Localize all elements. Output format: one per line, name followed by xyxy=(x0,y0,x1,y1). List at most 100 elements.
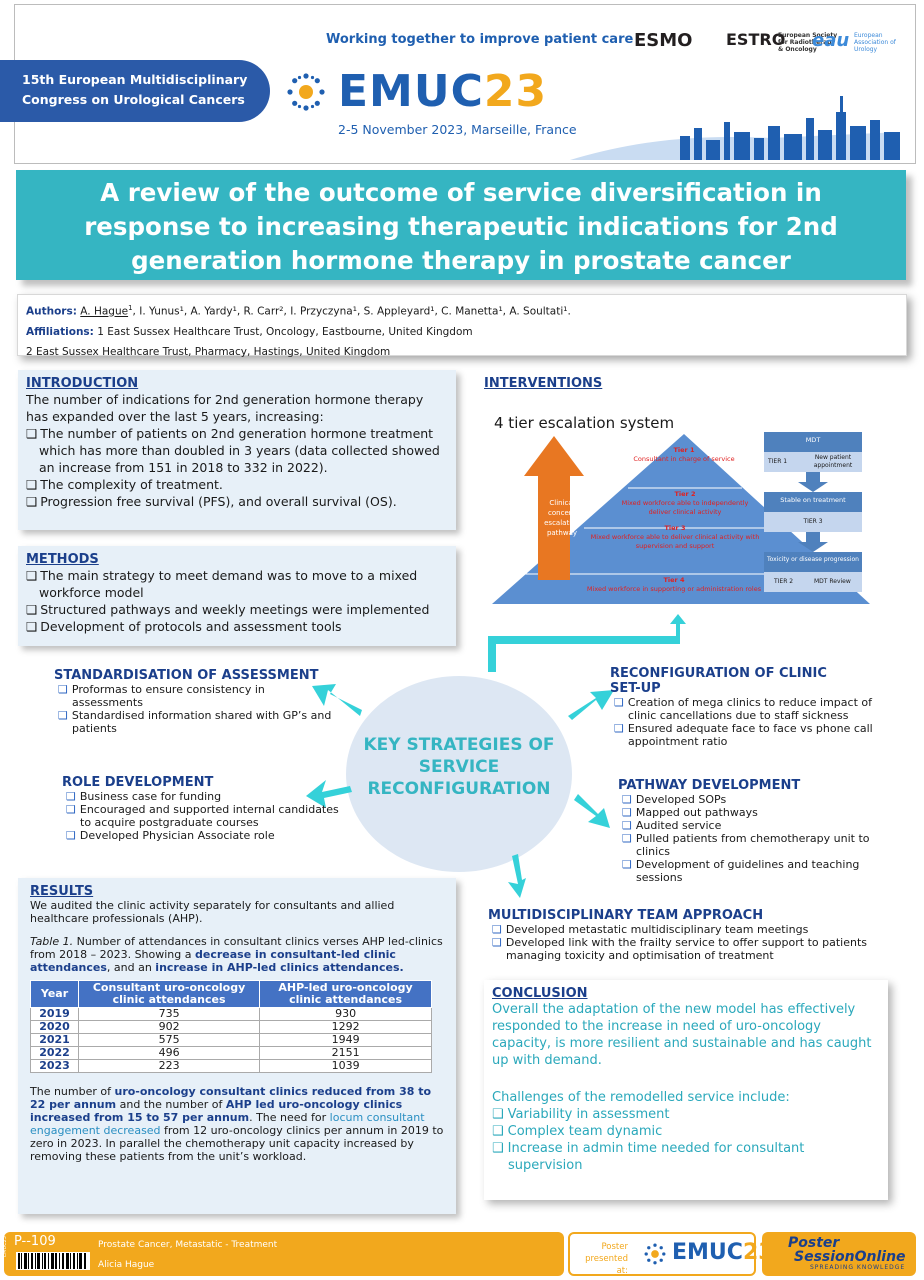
table-header: Consultant uro-oncology clinic attendanc… xyxy=(77,980,261,1008)
authors-label: Authors: xyxy=(26,305,77,318)
table-cell: 223 xyxy=(77,1059,261,1073)
results-intro: We audited the clinic activity separatel… xyxy=(30,899,395,925)
table-header: Year xyxy=(30,980,79,1008)
list-item: Developed link with the frailty service … xyxy=(488,936,898,962)
flow-new-patient: New patient appointment xyxy=(813,454,853,469)
standardisation-heading: STANDARDISATION OF ASSESSMENT xyxy=(54,668,319,683)
list-item: Progression free survival (PFS), and ove… xyxy=(26,493,448,510)
caption-text: Number of attendances in consultant clin… xyxy=(30,935,443,961)
caption-emph: decrease in consultant-led clinic attend… xyxy=(30,948,396,974)
tier-name: Tier 1 xyxy=(673,446,695,454)
logo-main: EMUC xyxy=(338,66,484,117)
pathway-heading: PATHWAY DEVELOPMENT xyxy=(618,778,801,793)
role-heading: ROLE DEVELOPMENT xyxy=(62,775,214,790)
introduction-lead: The number of indications for 2nd genera… xyxy=(26,392,424,424)
affiliations-label: Affiliations: xyxy=(26,325,94,338)
table-cell: 2022 xyxy=(30,1046,79,1060)
role-block: ROLE DEVELOPMENT Business case for fundi… xyxy=(62,775,342,842)
table-cell: 2019 xyxy=(30,1007,79,1021)
list-item: Increase in admin time needed for consul… xyxy=(492,1140,880,1174)
introduction-heading: INTRODUCTION xyxy=(26,376,139,391)
eau-text: eau xyxy=(812,30,850,51)
presented-logo-main: EMUC xyxy=(672,1240,743,1265)
estro-text: ESTRO xyxy=(726,30,786,49)
mdt-list: Developed metastatic multidisciplinary t… xyxy=(488,923,898,962)
list-item: Developed SOPs xyxy=(618,793,894,806)
footer-author: Alicia Hague xyxy=(98,1260,155,1270)
first-author: A. Hague xyxy=(80,305,129,318)
congress-line2: Congress on Urological Cancers xyxy=(22,92,245,107)
results-heading: RESULTS xyxy=(30,884,94,899)
pso-line1: Poster xyxy=(788,1235,840,1251)
flow-mdt: MDT xyxy=(805,436,821,444)
tier-name: Tier 2 xyxy=(674,490,696,498)
list-item: Creation of mega clinics to reduce impac… xyxy=(610,696,890,722)
table-cell: 930 xyxy=(259,1007,432,1021)
summary-text: The number of xyxy=(30,1085,115,1098)
poster-id: P--109 xyxy=(14,1234,56,1249)
methods-panel: METHODS The main strategy to meet demand… xyxy=(18,546,456,646)
standardisation-block: STANDARDISATION OF ASSESSMENT Proformas … xyxy=(54,668,344,735)
key-strategies-circle xyxy=(346,676,572,872)
table-cell: 1039 xyxy=(259,1059,432,1073)
arrow-pathway-icon xyxy=(574,794,610,828)
table-cell: 575 xyxy=(77,1033,261,1047)
barcode-icon xyxy=(16,1252,90,1270)
summary-text: . The need for xyxy=(249,1111,330,1124)
list-item: Development of protocols and assessment … xyxy=(26,618,448,635)
list-item: Mapped out pathways xyxy=(618,806,894,819)
tier-desc: Mixed workforce able to deliver clinical… xyxy=(590,533,760,550)
footer-side-label: EMUC23 xyxy=(2,1236,8,1257)
flow-tier3: TIER 3 xyxy=(803,518,823,525)
emuc-logo: EMUC23 xyxy=(338,66,547,117)
footer-topic: Prostate Cancer, Metastatic - Treatment xyxy=(98,1240,278,1250)
list-item: Development of guidelines and teaching s… xyxy=(618,858,894,884)
pathway-block: PATHWAY DEVELOPMENT Developed SOPs Mappe… xyxy=(618,778,894,884)
eau-logo: eau European Association of Urology xyxy=(812,30,896,53)
authors-line: Authors: A. Hague1, I. Yunus¹, A. Yardy¹… xyxy=(26,298,898,322)
tier-desc: Consultant in charge of service xyxy=(633,455,735,463)
presented-label: Poster presented at: xyxy=(585,1242,628,1276)
title-line2: response to increasing therapeutic indic… xyxy=(84,212,838,241)
congress-dates: 2-5 November 2023, Marseille, France xyxy=(338,122,577,137)
standardisation-list: Proformas to ensure consistency in asses… xyxy=(54,683,344,735)
arrow-mdt-icon xyxy=(508,854,526,898)
poster-session-online-logo[interactable] xyxy=(762,1232,916,1276)
affiliation-1: 1 East Sussex Healthcare Trust, Oncology… xyxy=(97,325,473,338)
tagline: Working together to improve patient care xyxy=(326,32,634,47)
esmo-logo: ESMO xyxy=(634,30,693,51)
list-item: Pulled patients from chemotherapy unit t… xyxy=(618,832,894,858)
title-line1: A review of the outcome of service diver… xyxy=(100,178,822,207)
list-item: Complex team dynamic xyxy=(492,1123,880,1140)
list-item: Proformas to ensure consistency in asses… xyxy=(54,683,294,709)
list-item: Business case for funding xyxy=(62,790,342,803)
role-list: Business case for funding Encouraged and… xyxy=(62,790,342,842)
conclusion-panel: CONCLUSION Overall the adaptation of the… xyxy=(484,980,888,1200)
mdt-heading: MULTIDISCIPLINARY TEAM APPROACH xyxy=(488,908,764,923)
flow-toxicity: Toxicity or disease progression xyxy=(767,556,859,563)
list-item: The number of patients on 2nd generation… xyxy=(26,425,448,476)
summary-emph: AHP led uro-oncology clinics increased f… xyxy=(30,1098,403,1124)
arrow-standardisation-icon xyxy=(312,684,362,716)
congress-name-band: 15th European Multidisciplinary Congress… xyxy=(0,60,270,122)
arrow-reconfig-icon xyxy=(568,690,614,720)
flow-tier2: TIER 2 xyxy=(774,578,794,585)
methods-heading: METHODS xyxy=(26,552,99,567)
presented-sun-icon xyxy=(644,1243,666,1265)
table-caption: Table 1. Number of attendances in consul… xyxy=(30,935,444,974)
table-cell: 2151 xyxy=(259,1046,432,1060)
affiliation-2: 2 East Sussex Healthcare Trust, Pharmacy… xyxy=(26,345,391,358)
list-item: Audited service xyxy=(618,819,894,832)
escalation-label: Clinical concern escalation pathway xyxy=(544,499,580,537)
tier-desc: Mixed workforce in supporting or adminis… xyxy=(586,585,762,593)
strategy-arrows xyxy=(306,684,614,898)
results-summary: The number of uro-oncology consultant cl… xyxy=(30,1085,444,1163)
conclusion-challenges-lead: Challenges of the remodelled service inc… xyxy=(492,1090,790,1105)
